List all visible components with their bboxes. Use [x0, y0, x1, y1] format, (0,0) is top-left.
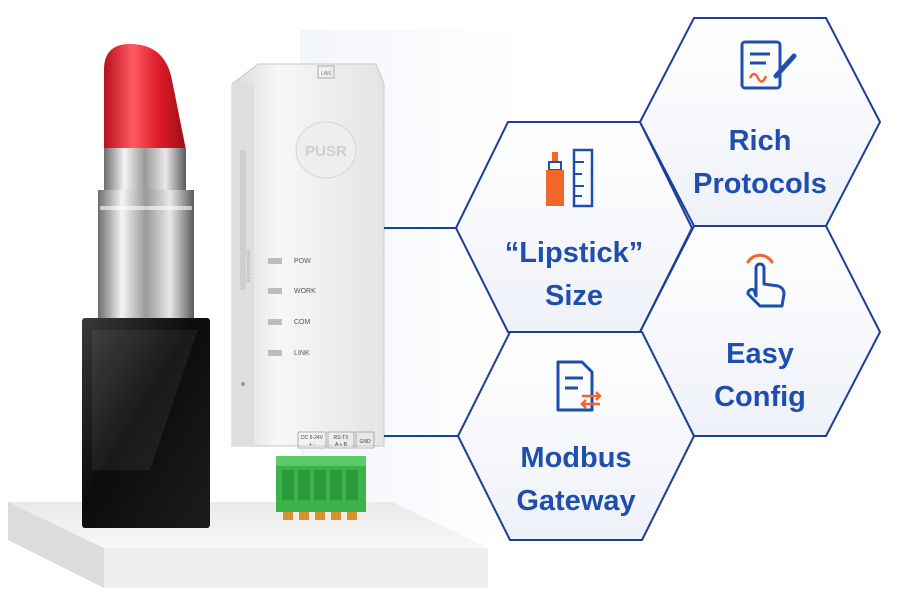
- feature-title-line1: Rich: [729, 125, 792, 157]
- led-label: LINK: [294, 350, 310, 357]
- power-terminal-label: DC 5-24V: [301, 435, 324, 441]
- serial-terminal-label: RS-TX: [334, 435, 350, 441]
- led-label: COM: [294, 319, 311, 326]
- hand-tap-icon: [746, 253, 786, 308]
- led-row-1: WORK: [268, 288, 316, 295]
- feature-title-line2: Protocols: [693, 168, 827, 200]
- feature-title-line1: Easy: [726, 338, 794, 370]
- feature-hex-modbus-gateway: [456, 331, 696, 541]
- lan-port-marker: [317, 65, 335, 79]
- document-signature-icon: [740, 40, 797, 90]
- terminal-block: [276, 456, 366, 520]
- feature-title-line2: Size: [545, 280, 603, 312]
- feature-title-line2: Config: [714, 381, 806, 413]
- pedestal: [8, 502, 488, 588]
- led-row-0: POW: [268, 258, 311, 265]
- led-label: WORK: [294, 288, 316, 295]
- feature-title-line1: “Lipstick”: [505, 237, 644, 269]
- power-pin-label: + -: [309, 442, 315, 448]
- gateway-device: LAN PUSR www.pusr.com POW WORK COM LINK …: [231, 63, 385, 520]
- led-row-2: COM: [268, 319, 311, 326]
- document-exchange-icon: [556, 360, 602, 412]
- led-row-3: LINK: [268, 350, 310, 357]
- lipstick-ruler-icon: [546, 148, 594, 208]
- device-brand-logo: PUSR: [305, 143, 347, 160]
- feature-title-line1: Modbus: [520, 442, 631, 474]
- ground-terminal-label: GND: [359, 439, 371, 445]
- lan-port-label: LAN: [321, 71, 331, 77]
- reset-hole: [241, 382, 245, 386]
- led-label: POW: [294, 258, 311, 265]
- device-website-label: www.pusr.com: [245, 250, 251, 282]
- serial-pin-label: A + B: [335, 442, 348, 448]
- lipstick-illustration: [82, 44, 210, 528]
- feature-title-line2: Gateway: [516, 485, 635, 517]
